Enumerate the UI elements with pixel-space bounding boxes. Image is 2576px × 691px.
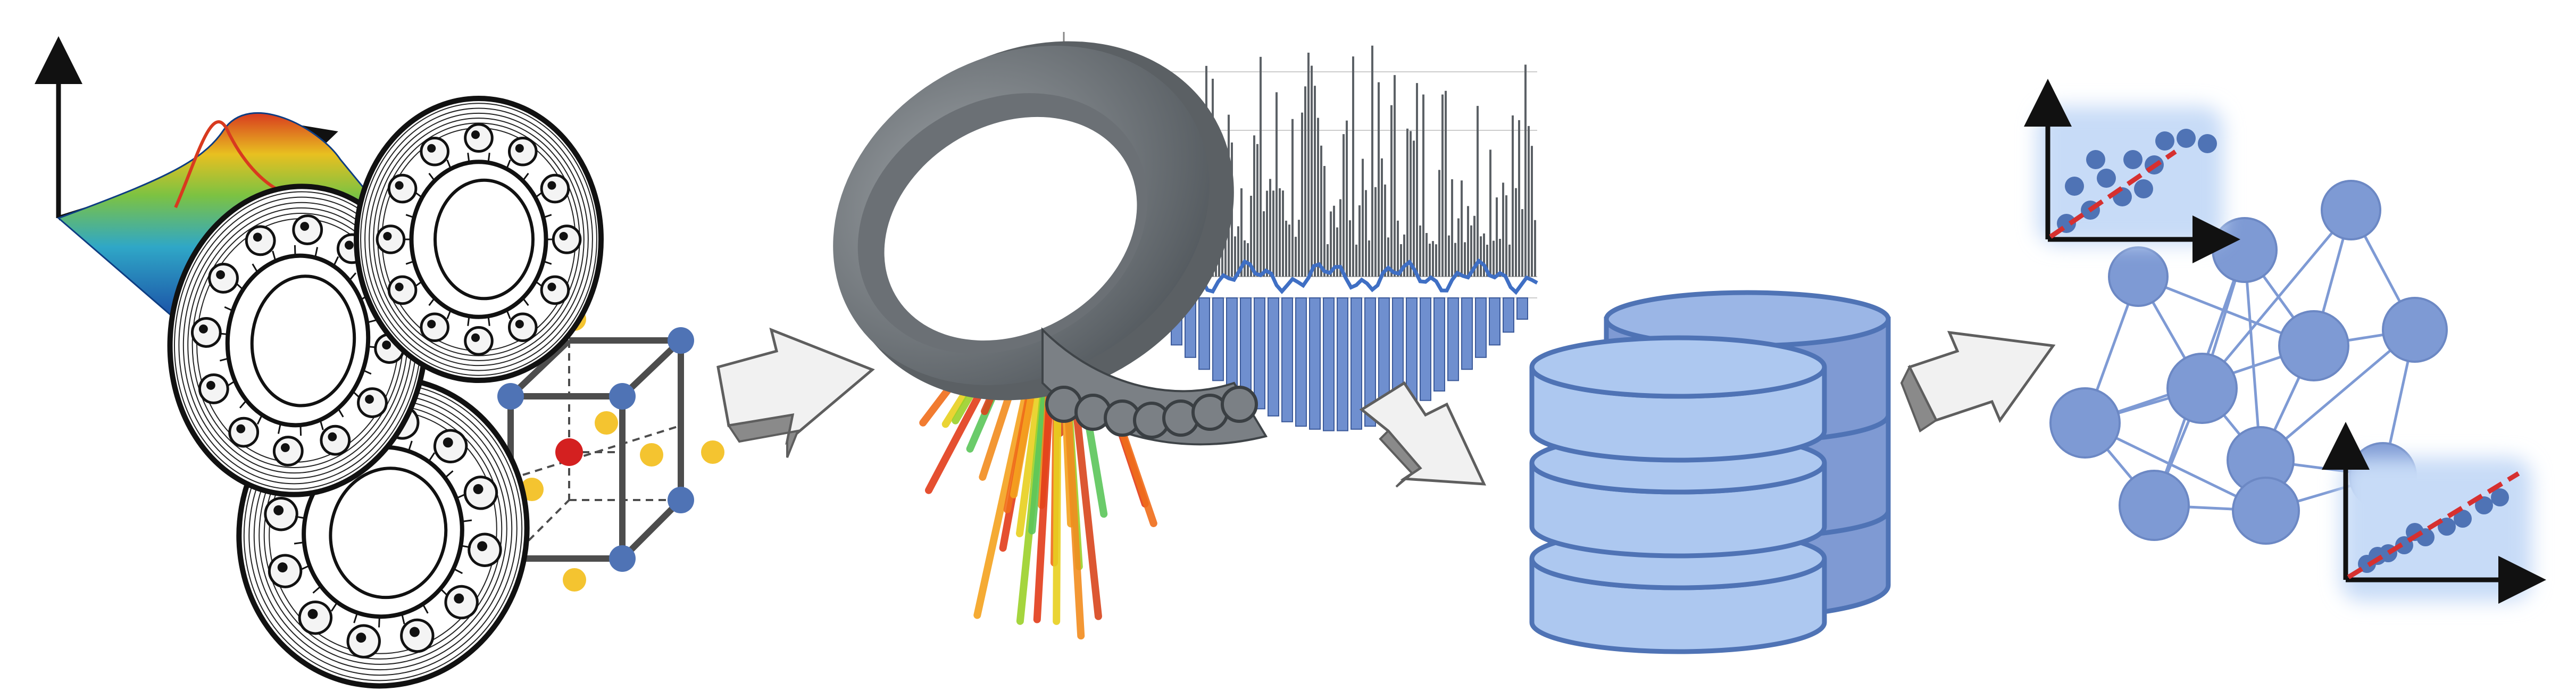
doe-stage [35,36,724,689]
network-node [2049,387,2121,459]
scatter-point [2123,150,2143,169]
scatter-point [2198,134,2217,153]
arrow-doe-to-simulation [716,327,875,458]
response-peak [174,120,298,209]
network-node [2232,477,2300,545]
bearing-top-right [354,96,604,383]
regression-plot-top [2024,79,2240,263]
scatter-point [2491,488,2509,506]
arrow-simulation-to-database [1359,381,1487,488]
scatter-point [2177,129,2196,148]
network-node [2166,353,2238,424]
arrow-database-to-model [1900,330,2056,433]
scatter-point [2097,169,2116,188]
scatter-point [2155,131,2174,151]
regression-plot-bottom [2322,422,2546,604]
scatter-point [2086,150,2105,169]
network-node [2278,310,2349,381]
database-stage [1529,290,1891,654]
scatter-point [2454,510,2472,528]
network-node [2321,180,2381,240]
scatter-point [2065,177,2084,196]
simulation-stage [833,32,1538,640]
network-node [2119,470,2190,541]
ml-model-stage [2024,79,2546,604]
bearing-3d [833,41,1268,446]
network-node [2382,297,2448,363]
network-edge [2243,249,2262,461]
network-edge [2201,209,2352,389]
bearing-sketches [167,96,604,689]
network-node [2108,246,2169,307]
scatter-point [2475,496,2493,514]
database-front-stack [1529,335,1827,654]
scatter-point [2134,179,2153,198]
